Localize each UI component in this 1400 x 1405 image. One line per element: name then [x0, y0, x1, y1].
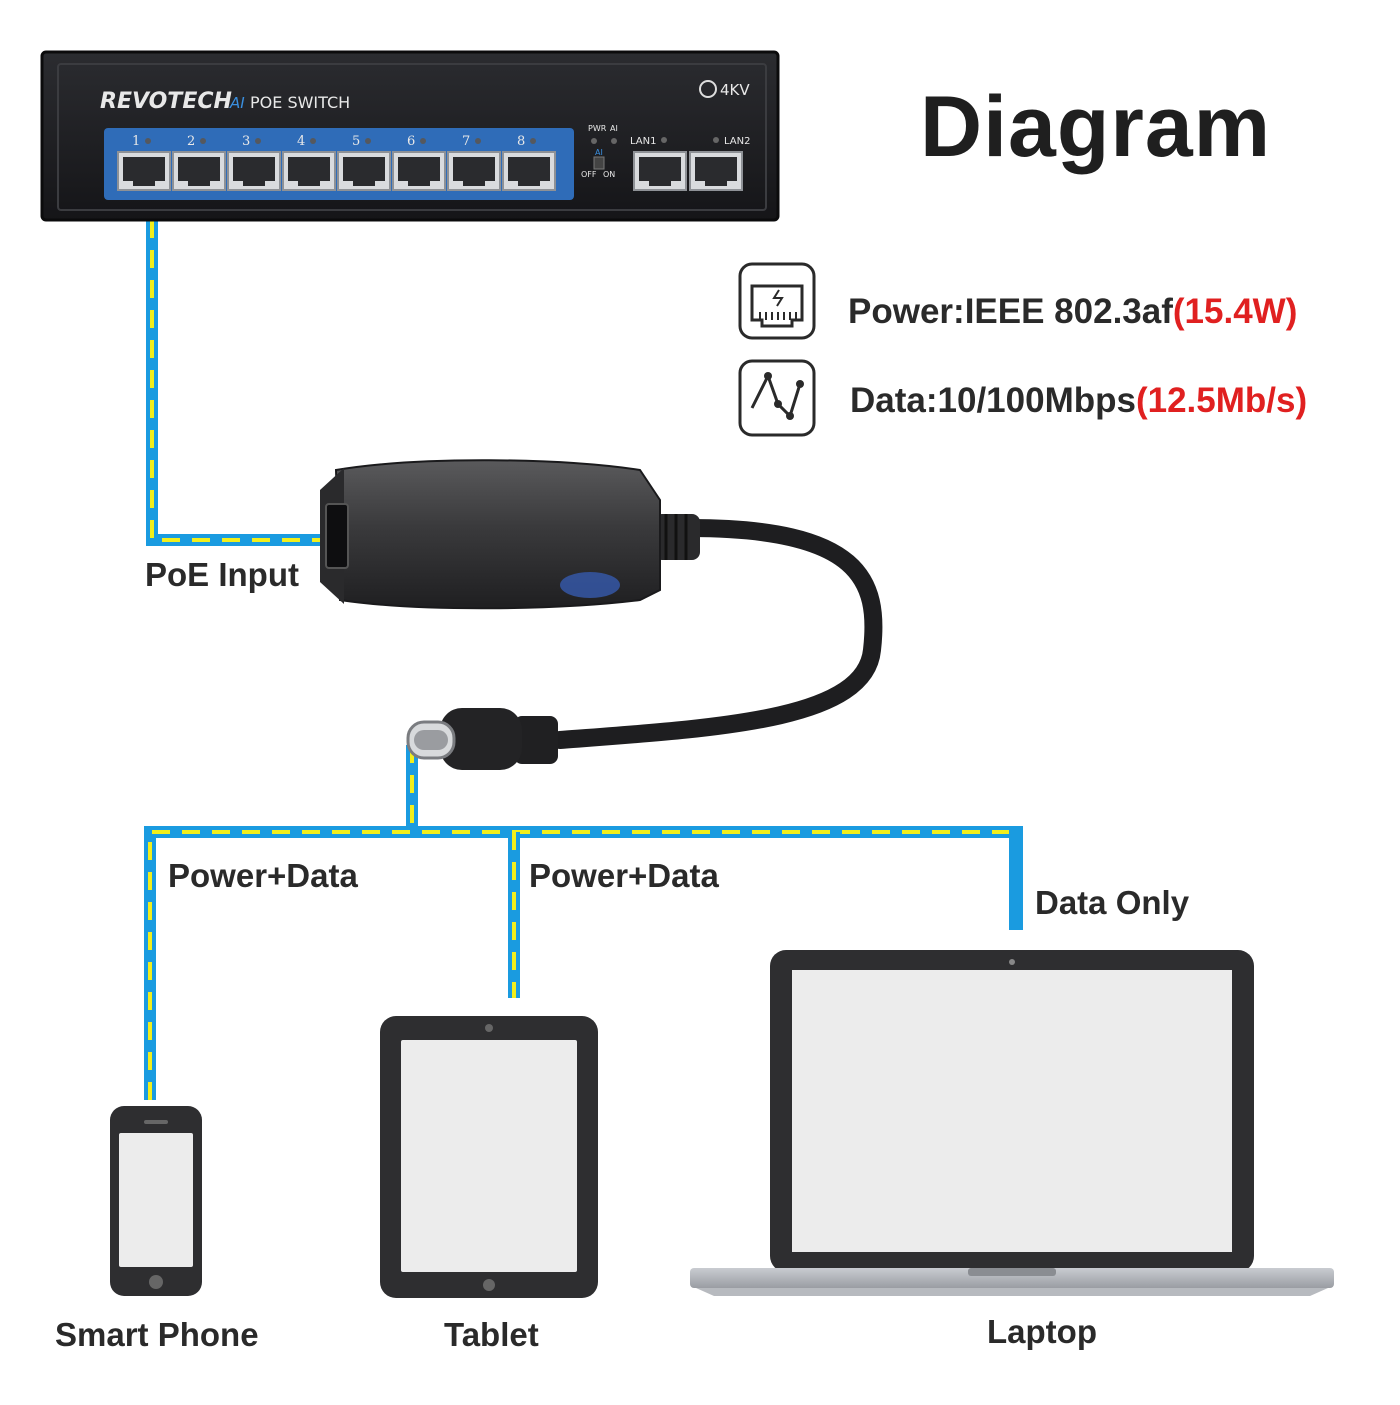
power-data-label-phone: Power+Data	[168, 857, 358, 894]
indicator-ai-label: AI	[610, 124, 618, 133]
switch-model: POE SWITCH	[250, 93, 350, 112]
poe-adapter	[320, 459, 883, 749]
data-only-label: Data Only	[1035, 884, 1190, 921]
port-number-7: 7	[462, 134, 470, 149]
tablet-device	[380, 1016, 598, 1298]
port-number-5: 5	[352, 134, 360, 149]
data-signal-icon	[738, 359, 816, 437]
power-spec: Power:IEEE 802.3af(15.4W)	[848, 292, 1297, 332]
port-number-1: 1	[132, 134, 140, 149]
poe-port-2	[172, 151, 226, 191]
data-spec-highlight: (12.5Mb/s)	[1135, 381, 1308, 420]
port-number-4: 4	[297, 134, 305, 149]
poe-port-4	[282, 151, 336, 191]
indicator-pwr-label: PWR	[588, 124, 607, 133]
port-led-7	[475, 138, 481, 144]
page-title: Diagram	[920, 79, 1272, 175]
switch-surge: 4KV	[720, 81, 750, 99]
ai-switch-label: AI	[595, 148, 603, 157]
lan2-port	[689, 151, 743, 191]
power-data-cables	[144, 190, 1023, 1100]
lan2-label: LAN2	[724, 136, 750, 147]
poe-port-5	[337, 151, 391, 191]
port-led-5	[365, 138, 371, 144]
adapter-rj45-port	[325, 503, 349, 569]
data-spec-text: Data:10/100Mbps	[850, 381, 1136, 420]
lan1-label: LAN1	[630, 136, 656, 147]
surge-icon	[699, 80, 717, 98]
ai-dip-switch	[593, 156, 605, 170]
poe-port-8	[502, 151, 556, 191]
port-number-2: 2	[187, 134, 195, 149]
power-data-label-tablet: Power+Data	[529, 857, 719, 894]
switch-brand: REVOTECH	[100, 89, 232, 114]
poe-input-label: PoE Input	[145, 556, 299, 593]
poe-port-6	[392, 151, 446, 191]
power-spec-highlight: (15.4W)	[1172, 292, 1298, 331]
port-led-4	[310, 138, 316, 144]
data-spec: Data:10/100Mbps(12.5Mb/s)	[850, 381, 1307, 421]
laptop-device	[690, 950, 1334, 1296]
laptop-label: Laptop	[987, 1313, 1097, 1350]
usb-c-connector	[406, 708, 558, 770]
poe-port-3	[227, 151, 281, 191]
ethernet-port-icon	[738, 262, 816, 340]
switch-model-tag: AI	[229, 94, 245, 112]
port-led-1	[145, 138, 151, 144]
lan1-port	[633, 151, 687, 191]
smart-phone-label: Smart Phone	[55, 1316, 259, 1353]
switch-on-label: ON	[603, 170, 615, 179]
smart-phone-device	[110, 1106, 202, 1296]
poe-port-7	[447, 151, 501, 191]
poe-port-1	[117, 151, 171, 191]
port-number-3: 3	[242, 134, 250, 149]
port-led-2	[200, 138, 206, 144]
port-number-6: 6	[407, 134, 415, 149]
power-spec-text: Power:IEEE 802.3af	[848, 292, 1173, 331]
port-led-6	[420, 138, 426, 144]
switch-off-label: OFF	[581, 170, 597, 179]
port-number-8: 8	[517, 134, 525, 149]
port-led-3	[255, 138, 261, 144]
tablet-label: Tablet	[444, 1316, 539, 1353]
port-led-8	[530, 138, 536, 144]
